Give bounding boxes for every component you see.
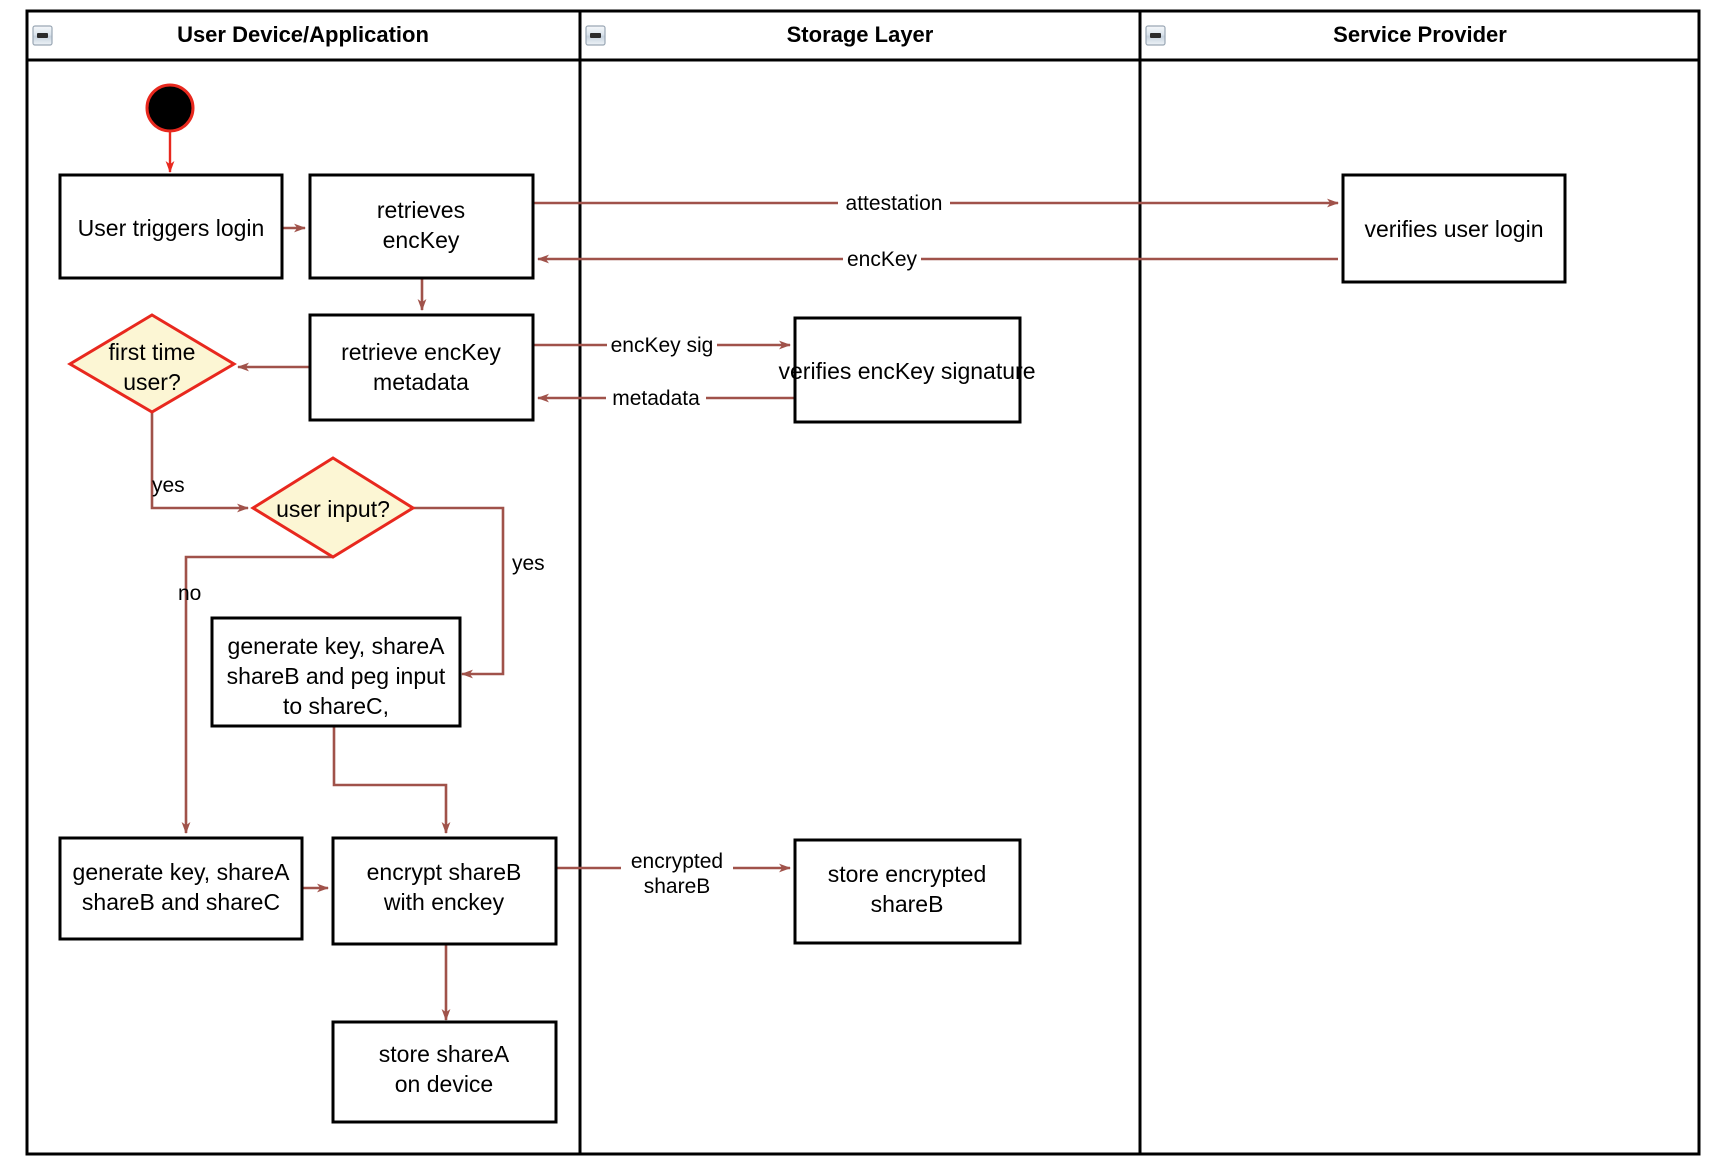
initial-node-circle: [145, 83, 195, 133]
node-generate-key-peg[interactable]: generate key, shareA shareB and peg inpu…: [210, 616, 462, 728]
node-layer: User triggers login retrieves encKey ret…: [58, 83, 1567, 1124]
edge-userinput-no: [181, 555, 333, 834]
edge-label-attestation: attestation: [846, 192, 943, 215]
node-label-retrieves-enckey-line1: retrieves: [377, 197, 465, 223]
node-retrieves-enckey[interactable]: retrieves encKey: [308, 173, 535, 280]
node-store-encrypted-shareb[interactable]: store encrypted shareB: [793, 838, 1022, 945]
node-label-generate-key-sharec-line2: shareB and shareC: [82, 889, 280, 915]
node-store-sharea-on-device[interactable]: store shareA on device: [331, 1020, 558, 1124]
node-label-user-triggers-login: User triggers login: [78, 215, 265, 241]
edge-label-encrypted-line2: shareB: [644, 875, 711, 898]
node-label-store-sharea-line1: store shareA: [379, 1041, 510, 1067]
edge-userinput-yes: [412, 506, 505, 679]
node-box-verifies-enckey-signature: [793, 316, 1022, 424]
node-box-retrieve-enckey-metadata: [308, 313, 535, 422]
node-verifies-enckey-signature[interactable]: verifies encKey signature: [779, 316, 1036, 424]
minus-square-icon[interactable]: [32, 25, 53, 46]
node-user-input[interactable]: user input?: [250, 456, 416, 559]
lane-title-storage: Storage Layer: [787, 22, 934, 47]
edge-firsttime-yes: [150, 412, 249, 513]
node-label-retrieves-enckey-line2: encKey: [383, 227, 460, 253]
lane-header-service-provider: Service Provider: [1145, 22, 1507, 47]
edge-layer: attestation encKey encKey sig metadata y…: [150, 131, 1339, 1021]
lane-title-service-provider: Service Provider: [1333, 22, 1507, 47]
node-box-store-sharea-on-device: [331, 1020, 558, 1124]
node-encrypt-shareb[interactable]: encrypt shareB with enckey: [331, 836, 558, 946]
node-label-store-encrypted-shareb-line2: shareB: [871, 891, 944, 917]
edge-label-bg-enckey: [843, 246, 921, 272]
edge-label-yes-first-time: yes: [152, 474, 185, 497]
node-first-time-user[interactable]: first time user?: [67, 313, 237, 414]
edge-label-yes-user-input: yes: [512, 552, 545, 575]
node-retrieve-enckey-metadata[interactable]: retrieve encKey metadata: [308, 313, 535, 422]
node-box-retrieves-enckey: [308, 173, 535, 280]
node-verifies-user-login[interactable]: verifies user login: [1341, 173, 1567, 284]
node-label-generate-key-sharec-line1: generate key, shareA: [73, 859, 291, 885]
node-user-triggers-login[interactable]: User triggers login: [58, 173, 284, 280]
node-label-verifies-user-login: verifies user login: [1365, 216, 1544, 242]
node-label-retrieve-enckey-metadata-line1: retrieve encKey: [341, 339, 501, 365]
lane-title-user-device: User Device/Application: [177, 22, 429, 47]
node-label-generate-key-peg-line2: shareB and peg input: [227, 663, 446, 689]
lane-header-user-device: User Device/Application: [32, 22, 429, 47]
lane-header-storage: Storage Layer: [585, 22, 934, 47]
edge-label-bg-metadata: [606, 385, 706, 411]
node-label-first-time-user-line1: first time: [109, 339, 196, 365]
edge-label-no-user-input: no: [178, 582, 201, 605]
node-box-store-encrypted-shareb: [793, 838, 1022, 945]
node-box-verifies-user-login: [1341, 173, 1567, 284]
edge-label-metadata: metadata: [612, 387, 700, 410]
node-box-generate-key-sharec: [58, 836, 304, 941]
node-label-verifies-enckey-signature: verifies encKey signature: [779, 358, 1036, 384]
node-label-store-sharea-line2: on device: [395, 1071, 493, 1097]
node-label-store-encrypted-shareb-line1: store encrypted: [828, 861, 987, 887]
node-label-first-time-user-line2: user?: [123, 369, 181, 395]
node-label-generate-key-peg-line3: to shareC,: [283, 693, 389, 719]
edge-label-bg-attestation: [838, 190, 950, 216]
edge-peg-to-encrypt: [332, 725, 451, 834]
edge-label-bg-encrypted: [621, 842, 733, 894]
node-box-encrypt-shareb: [331, 836, 558, 946]
node-label-encrypt-shareb-line2: with enckey: [383, 889, 505, 915]
edge-label-encrypted-line1: encrypted: [631, 850, 723, 873]
minus-square-icon[interactable]: [585, 25, 606, 46]
node-initial[interactable]: [145, 83, 195, 133]
edge-label-bg-enckey-sig: [607, 332, 717, 358]
decision-shape-first-time-user: [67, 313, 237, 414]
node-generate-key-sharec[interactable]: generate key, shareA shareB and shareC: [58, 836, 304, 941]
node-label-user-input: user input?: [276, 496, 390, 522]
decision-shape-user-input: [250, 456, 416, 559]
node-box-user-triggers-login: [58, 173, 284, 280]
minus-square-icon[interactable]: [1145, 25, 1166, 46]
node-label-generate-key-peg-line1: generate key, shareA: [228, 633, 446, 659]
node-label-encrypt-shareb-line1: encrypt shareB: [367, 859, 522, 885]
node-label-retrieve-enckey-metadata-line2: metadata: [373, 369, 469, 395]
edge-label-enckey: encKey: [847, 248, 918, 271]
node-box-generate-key-peg: [210, 616, 462, 728]
edge-label-enckey-sig: encKey sig: [611, 334, 714, 357]
